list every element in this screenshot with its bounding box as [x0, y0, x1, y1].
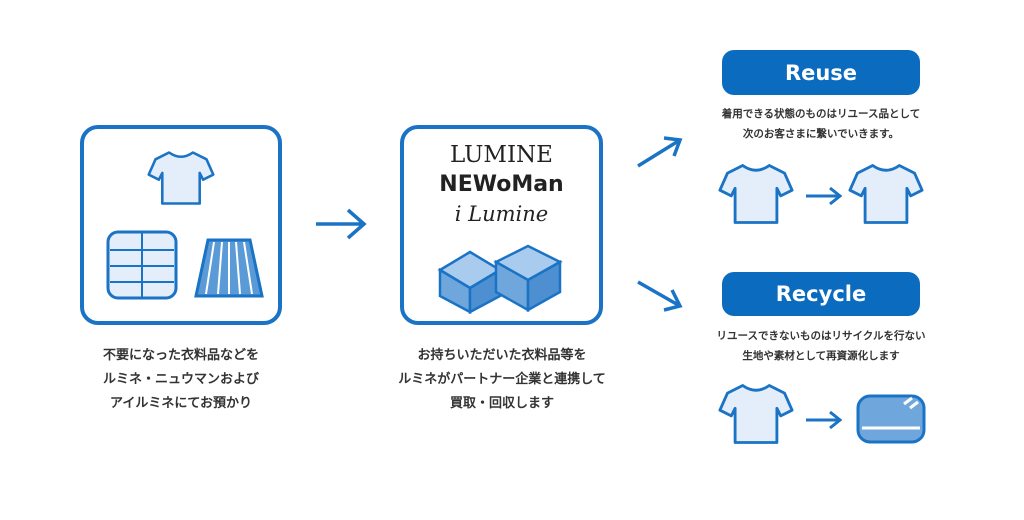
step2-caption: お持ちいただいた衣料品等を ルミネがパートナー企業と連携して 買取・回収します — [370, 344, 634, 416]
arrow-right-icon — [316, 208, 367, 240]
caption-line: ルミネ・ニュウマンおよび — [102, 372, 259, 387]
ilumine-logo: i Lumine — [454, 202, 549, 226]
caption-line: 不要になった衣料品などを — [102, 348, 259, 363]
caption-line: 買取・回収します — [449, 396, 554, 411]
arrow-right-icon — [806, 186, 843, 206]
caption-line: アイルミネにてお預かり — [110, 396, 252, 411]
newoman-logo: NEWoMan — [439, 172, 564, 197]
desc-line: 次のお客さまに繋いでいきます。 — [742, 128, 900, 140]
skirt-icon — [194, 238, 264, 298]
down-jacket-icon — [106, 230, 178, 300]
desc-line: 生地や素材として再資源化します — [742, 350, 900, 362]
caption-line: お持ちいただいた衣料品等を — [417, 348, 587, 363]
step1-caption: 不要になった衣料品などを ルミネ・ニュウマンおよび アイルミネにてお預かり — [56, 344, 306, 416]
desc-line: リユースできないものはリサイクルを行ない — [716, 330, 926, 342]
arrow-down-right-icon — [637, 280, 683, 312]
arrow-right-icon — [806, 410, 843, 430]
lumine-logo: LUMINE — [450, 142, 553, 168]
recycle-label: Recycle — [722, 272, 920, 316]
desc-line: 着用できる状態のものはリユース品として — [721, 108, 921, 120]
tshirt-icon — [848, 164, 924, 224]
worn-tshirt-icon — [718, 384, 794, 444]
arrow-up-right-icon — [637, 136, 683, 168]
caption-line: ルミネがパートナー企業と連携して — [398, 372, 606, 387]
folded-fabric-icon — [856, 394, 926, 444]
reuse-label: Reuse — [722, 50, 920, 95]
recycle-description: リユースできないものはリサイクルを行ない 生地や素材として再資源化します — [691, 326, 951, 366]
reuse-description: 着用できる状態のものはリユース品として 次のお客さまに繋いでいきます。 — [691, 104, 951, 144]
boxes-icon — [437, 244, 563, 315]
tshirt-icon — [718, 164, 794, 224]
